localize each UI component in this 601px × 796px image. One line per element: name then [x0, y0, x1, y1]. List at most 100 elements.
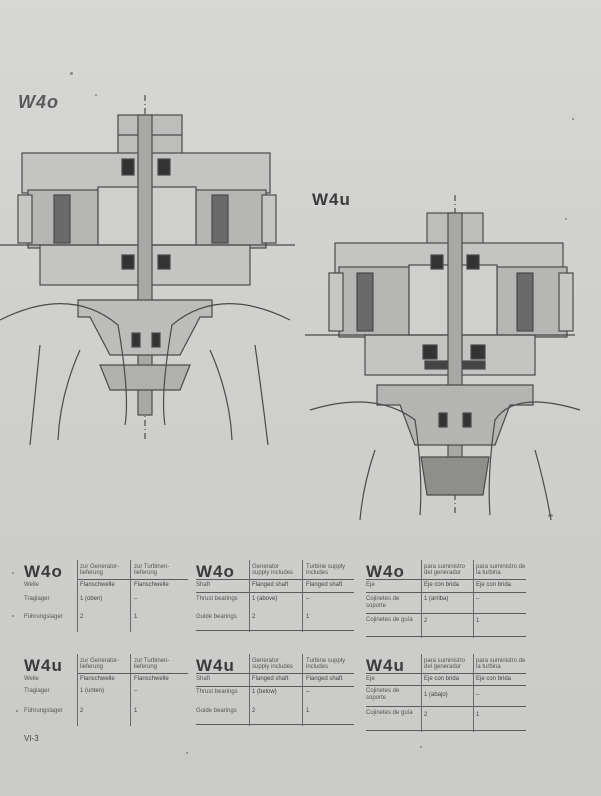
table-rule [130, 560, 131, 632]
spec-cell: – [134, 688, 138, 694]
spec-row-label: Traglager [24, 596, 50, 602]
table-rule [302, 654, 303, 726]
spec-cell: – [134, 596, 138, 602]
spec-table-w4o-es: W4o para suministro del generador para s… [366, 560, 528, 640]
speck [565, 218, 567, 220]
table-rule [302, 560, 303, 632]
spec-row-label: Guide bearings [196, 614, 237, 620]
table-rule [249, 654, 250, 726]
spec-cell: 1 (arriba) [424, 596, 449, 602]
w4u-cross-section-drawing [305, 195, 581, 521]
spec-cell: – [476, 692, 480, 698]
spec-table-title: W4u [366, 656, 405, 675]
spec-col-header: zur Generator-lieferung [80, 564, 120, 576]
spec-table-w4u-en: W4u Generator supply includes Turbine su… [196, 654, 356, 726]
table-rule [196, 579, 354, 580]
spec-row-label: Guide bearings [196, 708, 237, 714]
spec-row-label: Shaft [196, 582, 211, 588]
spec-col-header: Generator supply includes [252, 658, 294, 670]
spec-col-header: para suministro de la turbina [476, 658, 526, 670]
table-rule [249, 560, 250, 632]
spec-table-title: W4o [196, 562, 235, 581]
spec-cell: 1 (abajo) [424, 692, 448, 698]
spec-row-label: Welle [24, 582, 39, 588]
spec-table-w4o-en: W4o Generator supply includes Turbine su… [196, 560, 356, 632]
spec-row-label: Welle [24, 676, 39, 682]
spec-col-header: Turbine supply includes [306, 564, 346, 576]
table-rule [366, 636, 526, 637]
spec-row-label: Shaft [196, 676, 211, 682]
spec-col-header: para suministro del generador [424, 658, 466, 670]
spec-row-label: Eje [366, 582, 375, 588]
spec-row-label: Cojinetes de soporte [366, 688, 400, 701]
table-rule [77, 560, 78, 632]
table-rule [196, 673, 354, 674]
spec-cell: – [306, 689, 310, 695]
spec-table-w4u-de: W4u zur Generator-lieferung zur Turbinen… [24, 654, 189, 726]
spec-col-header: zur Generator-lieferung [80, 658, 120, 670]
table-rule [366, 579, 526, 580]
spec-cell: 1 [134, 708, 138, 714]
spec-cell: 2 [80, 708, 84, 714]
spec-cell: 1 (below) [252, 689, 277, 695]
spec-cell: Flanschwelle [134, 676, 169, 682]
table-rule [366, 730, 526, 731]
spec-cell: 1 (unten) [80, 688, 105, 694]
table-rule [78, 579, 188, 580]
spec-col-header: zur Turbinen-lieferung [134, 564, 170, 576]
spec-row-label: Führungslager [24, 614, 63, 620]
spec-cell: Eje con brida [424, 582, 460, 588]
spec-row-label: Thrust bearings [196, 596, 238, 602]
table-rule [130, 654, 131, 726]
spec-cell: Flanged shaft [252, 676, 289, 682]
table-rule [421, 560, 422, 638]
spec-col-header: para suministro del generador [424, 564, 466, 576]
drawing-label-w4o: W4o [18, 92, 59, 112]
spec-table-title: W4u [196, 656, 235, 675]
table-rule [473, 560, 474, 638]
spec-cell: 2 [80, 614, 84, 620]
spec-table-title: W4o [366, 562, 405, 581]
table-rule [77, 654, 78, 726]
table-rule [473, 654, 474, 732]
table-rule [196, 630, 354, 631]
table-rule [196, 592, 354, 593]
spec-cell: 2 [252, 708, 256, 714]
table-rule [78, 673, 188, 674]
spec-cell: 1 [476, 712, 480, 718]
spec-cell: Flanged shaft [306, 582, 343, 588]
spec-cell: 1 [134, 614, 138, 620]
table-rule [196, 686, 354, 687]
table-rule [366, 706, 526, 707]
spec-cell: Flanschwelle [80, 676, 115, 682]
table-rule [366, 685, 526, 686]
spec-cell: 2 [252, 614, 256, 620]
spec-col-header: Generator supply includes [252, 564, 294, 576]
spec-cell: Flanged shaft [252, 582, 289, 588]
speck [95, 94, 97, 96]
page-number: VI-3 [24, 734, 39, 743]
spec-cell: Eje con brida [424, 676, 460, 682]
spec-table-title: W4u [24, 656, 63, 675]
table-rule [366, 613, 526, 614]
spec-cell: Flanschwelle [80, 582, 115, 588]
table-rule [196, 724, 354, 725]
spec-cell: 2 [424, 712, 428, 718]
spec-row-label: Cojinetes de soporte [366, 596, 400, 609]
spec-col-header: Turbine supply includes [306, 658, 346, 670]
spec-row-label: Traglager [24, 688, 50, 694]
speck [70, 72, 73, 75]
speck [420, 746, 422, 748]
speck [186, 752, 188, 754]
spec-cell: Flanged shaft [306, 676, 343, 682]
spec-cell: Eje con brida [476, 676, 512, 682]
speck [572, 118, 574, 120]
table-rule [366, 673, 526, 674]
spec-row-label: Cojinetes de guía [366, 710, 413, 716]
spec-table-w4o-de: W4o zur Generator-lieferung zur Turbinen… [24, 560, 189, 632]
table-rule [366, 592, 526, 593]
spec-table-title: W4o [24, 562, 63, 581]
spec-row-label: Thrust bearings [196, 689, 238, 695]
spec-table-w4u-es: W4u para suministro del generador para s… [366, 654, 528, 734]
